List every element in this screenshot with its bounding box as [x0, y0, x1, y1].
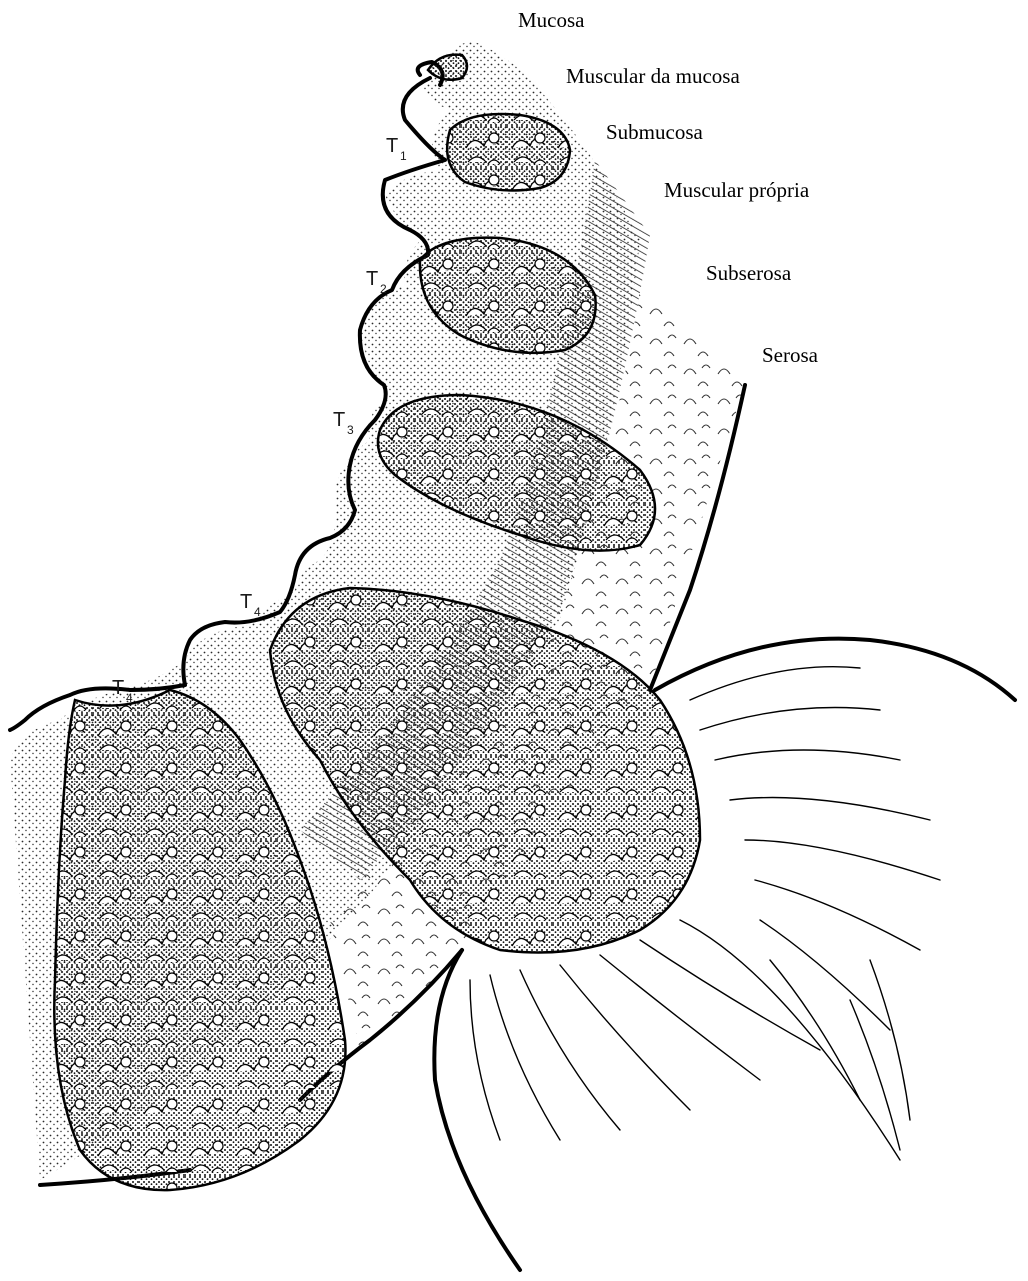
svg-text:2: 2 — [380, 282, 387, 296]
svg-text:T: T — [333, 409, 345, 431]
label-muscularis-mucosae: Muscular da mucosa — [566, 66, 740, 87]
svg-text:4: 4 — [126, 691, 133, 705]
svg-text:T: T — [386, 135, 398, 157]
tumor-t1 — [447, 114, 570, 190]
label-muscularis-propria: Muscular própria — [664, 180, 809, 201]
svg-text:3: 3 — [347, 423, 354, 437]
stage-label-t4-upper: T 4 — [240, 591, 261, 619]
label-mucosa: Mucosa — [518, 10, 585, 31]
stage-label-t2: T 2 — [366, 268, 387, 296]
svg-text:T: T — [366, 268, 378, 290]
svg-text:1: 1 — [400, 149, 407, 163]
svg-text:T: T — [112, 677, 124, 699]
label-serosa: Serosa — [762, 345, 818, 366]
label-submucosa: Submucosa — [606, 122, 703, 143]
stage-label-t3: T 3 — [333, 409, 354, 437]
stage-label-t1: T 1 — [386, 135, 407, 163]
svg-text:4: 4 — [254, 605, 261, 619]
label-subserosa: Subserosa — [706, 263, 791, 284]
mucosal-polyp — [428, 55, 467, 80]
svg-text:T: T — [240, 591, 252, 613]
